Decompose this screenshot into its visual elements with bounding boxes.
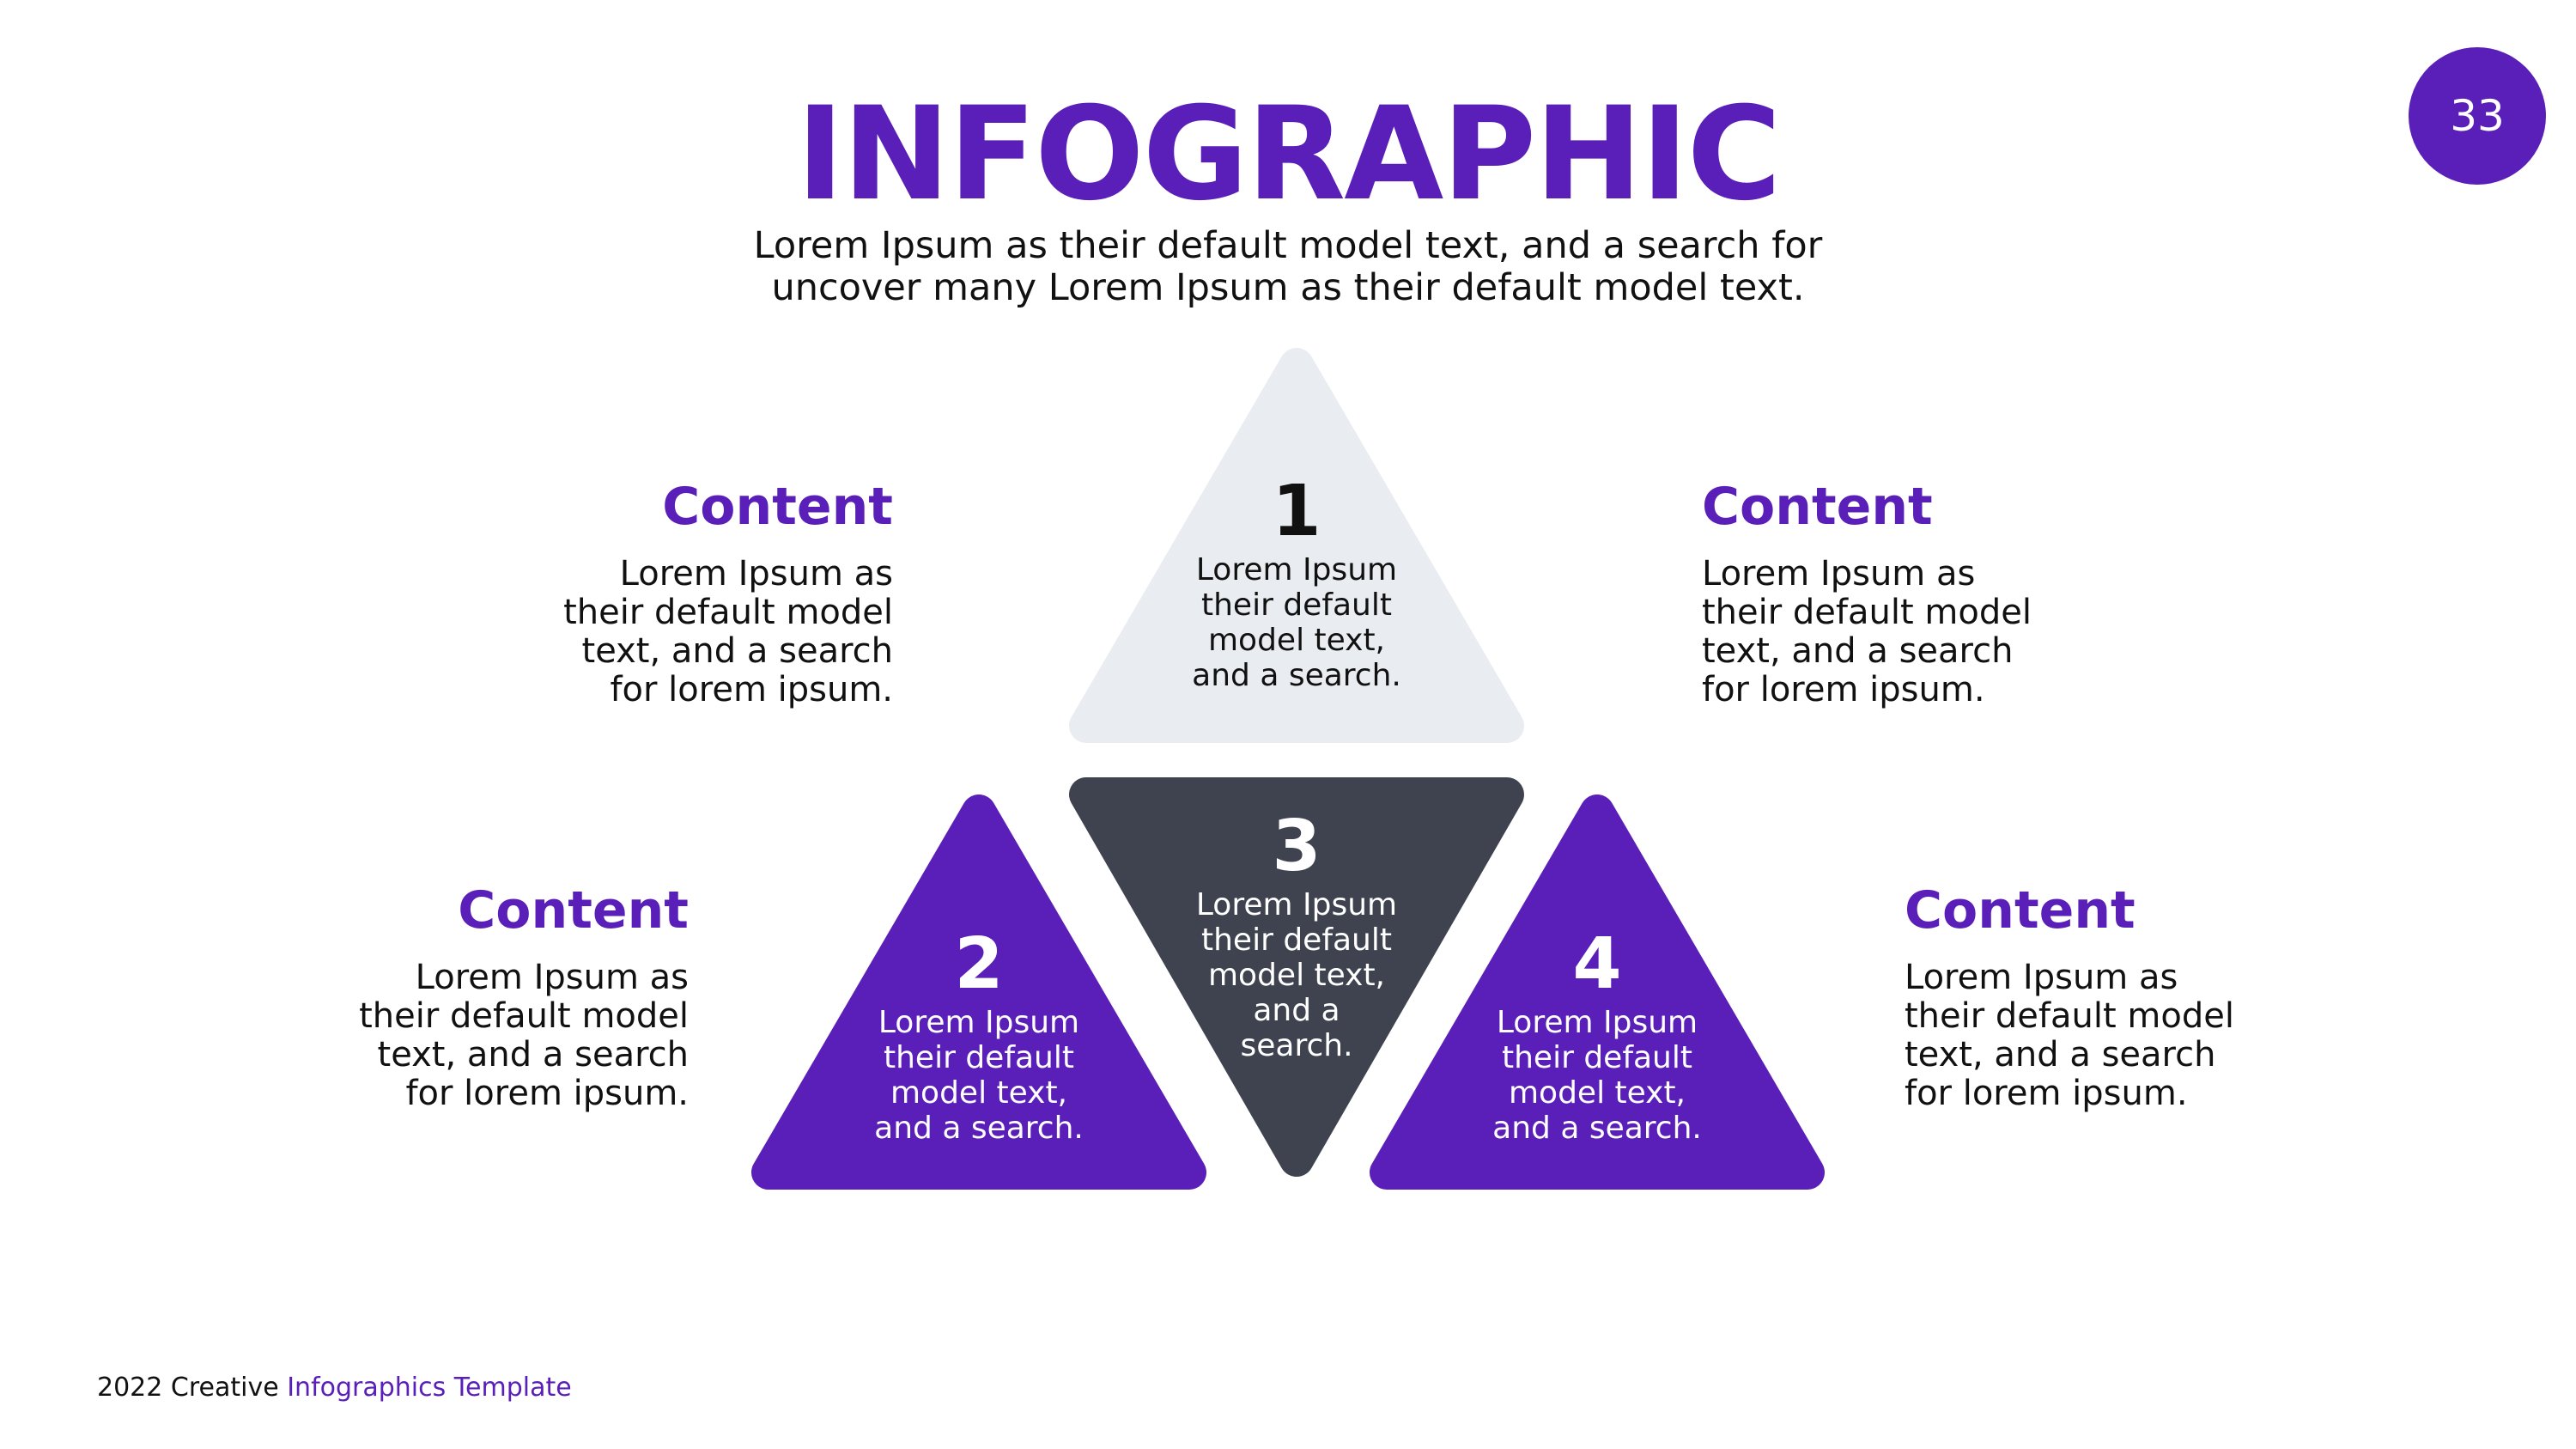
- triangle-4-label: 4 Lorem Ipsum their default model text, …: [1443, 923, 1752, 1147]
- triangle-1-line: their default: [1201, 588, 1392, 623]
- page-number-badge: 33: [2409, 47, 2546, 185]
- triangle-2-text: Lorem Ipsum their default model text, an…: [824, 1005, 1133, 1146]
- content-line: Lorem Ipsum as: [415, 958, 689, 997]
- content-line: for lorem ipsum.: [1702, 670, 1985, 709]
- subtitle-line-2: uncover many Lorem Ipsum as their defaul…: [771, 266, 1805, 309]
- content-line: their default model: [563, 593, 893, 632]
- triangle-3-line: model text,: [1207, 958, 1386, 993]
- triangle-1-line: and a search.: [1192, 658, 1401, 693]
- content-title: Content: [1905, 880, 2136, 941]
- page-subtitle: Lorem Ipsum as their default model text,…: [0, 225, 2576, 309]
- content-line: text, and a search: [377, 1035, 689, 1075]
- footer-credit: 2022 Creative Infographics Template: [97, 1373, 572, 1403]
- triangle-1-text: Lorem Ipsum their default model text, an…: [1142, 552, 1451, 693]
- triangle-4-line: model text,: [1508, 1075, 1686, 1111]
- content-line: their default model: [359, 996, 689, 1036]
- content-line: for lorem ipsum.: [610, 670, 893, 709]
- triangle-1-line: model text,: [1207, 623, 1386, 658]
- triangle-1-line: Lorem Ipsum: [1195, 552, 1398, 588]
- page-number: 33: [2450, 91, 2505, 141]
- content-block-top-left: Content Lorem Ipsum as their default mod…: [464, 481, 893, 709]
- triangle-2-line: their default: [884, 1040, 1074, 1075]
- triangle-2-line: and a search.: [874, 1111, 1084, 1146]
- content-line: text, and a search: [1702, 631, 2014, 671]
- triangle-1-number: 1: [1272, 471, 1321, 552]
- content-line: Lorem Ipsum as: [1905, 958, 2178, 997]
- triangle-2-number: 2: [954, 923, 1004, 1005]
- triangle-4-text: Lorem Ipsum their default model text, an…: [1443, 1005, 1752, 1146]
- triangle-3-number: 3: [1272, 806, 1321, 887]
- triangle-3-line: their default: [1201, 922, 1392, 958]
- triangle-3-line: and a: [1253, 993, 1340, 1028]
- footer-prefix: 2022 Creative: [97, 1373, 288, 1403]
- content-block-bottom-left: Content Lorem Ipsum as their default mod…: [259, 885, 689, 1113]
- content-block-bottom-right: Content Lorem Ipsum as their default mod…: [1905, 885, 2351, 1113]
- content-title: Content: [662, 477, 893, 537]
- triangle-4-number: 4: [1572, 923, 1622, 1005]
- content-body: Lorem Ipsum as their default model text,…: [1905, 959, 2351, 1113]
- triangle-1-label: 1 Lorem Ipsum their default model text, …: [1142, 471, 1451, 694]
- triangle-2-line: model text,: [890, 1075, 1068, 1111]
- content-line: their default model: [1905, 996, 2234, 1036]
- triangle-3-line: search.: [1240, 1028, 1353, 1063]
- content-line: Lorem Ipsum as: [619, 554, 893, 594]
- triangle-1-shape: [1069, 348, 1524, 743]
- content-title: Content: [458, 880, 689, 941]
- content-body: Lorem Ipsum as their default model text,…: [259, 959, 689, 1113]
- footer-accent: Infographics Template: [287, 1373, 572, 1403]
- content-line: for lorem ipsum.: [1905, 1074, 2188, 1113]
- content-line: text, and a search: [581, 631, 893, 671]
- triangle-4-line: and a search.: [1492, 1111, 1702, 1146]
- content-line: text, and a search: [1905, 1035, 2216, 1075]
- triangle-4-line: Lorem Ipsum: [1496, 1005, 1698, 1040]
- content-line: their default model: [1702, 593, 2032, 632]
- triangle-4-line: their default: [1502, 1040, 1692, 1075]
- content-body: Lorem Ipsum as their default model text,…: [1702, 555, 2148, 709]
- page-title: INFOGRAPHIC: [796, 80, 1781, 229]
- triangle-3-text: Lorem Ipsum their default model text, an…: [1142, 887, 1451, 1063]
- content-line: for lorem ipsum.: [405, 1074, 689, 1113]
- triangle-4-shape: [1370, 795, 1825, 1190]
- content-block-top-right: Content Lorem Ipsum as their default mod…: [1702, 481, 2148, 709]
- triangle-2-label: 2 Lorem Ipsum their default model text, …: [824, 923, 1133, 1147]
- triangle-3-shape: [1069, 777, 1524, 1177]
- triangle-2-line: Lorem Ipsum: [878, 1005, 1080, 1040]
- triangle-3-line: Lorem Ipsum: [1195, 887, 1398, 922]
- triangle-2-shape: [751, 795, 1206, 1190]
- triangle-3-label: 3 Lorem Ipsum their default model text, …: [1142, 806, 1451, 1064]
- content-line: Lorem Ipsum as: [1702, 554, 1976, 594]
- subtitle-line-1: Lorem Ipsum as their default model text,…: [753, 224, 1823, 267]
- content-title: Content: [1702, 477, 1933, 537]
- content-body: Lorem Ipsum as their default model text,…: [464, 555, 893, 709]
